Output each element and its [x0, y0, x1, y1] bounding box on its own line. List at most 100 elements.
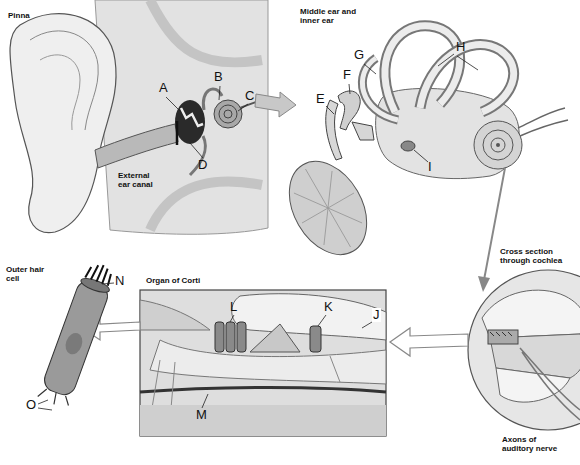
- callout-letter: F: [343, 68, 351, 82]
- illustration-part: [352, 122, 374, 140]
- illustration-part: [140, 405, 386, 436]
- illustration-part: [10, 14, 116, 233]
- illustration-part: [474, 121, 522, 169]
- illustration-part: [37, 387, 71, 409]
- panel-arrow: [478, 168, 505, 292]
- callout-letter: K: [324, 300, 333, 314]
- illustration-part: [310, 326, 321, 352]
- illustration-part: [95, 124, 178, 168]
- part-label: Pinna: [8, 12, 48, 21]
- panel-arrow: [255, 92, 296, 117]
- illustration-part: [468, 270, 580, 430]
- outer-ear-section: [10, 0, 268, 234]
- illustration-part: [280, 154, 377, 262]
- illustration-part: [140, 388, 386, 393]
- illustration-part: [150, 181, 262, 230]
- panel-caption: Outer hair cell: [6, 266, 56, 284]
- illustration-part: [102, 283, 114, 284]
- illustration-part: [140, 300, 210, 330]
- panel-caption: Middle ear and inner ear: [300, 8, 370, 26]
- illustration-part: [85, 261, 114, 286]
- illustration-part: [318, 315, 326, 326]
- illustration-part: [364, 64, 376, 74]
- illustration-part: [362, 58, 398, 120]
- illustration-part: [40, 55, 80, 130]
- illustration-part: [190, 143, 203, 158]
- inner-ear: [274, 26, 568, 269]
- illustration-part: [166, 97, 181, 112]
- illustration-part: [274, 148, 383, 269]
- illustration-part: [420, 45, 514, 112]
- illustration-part: [202, 394, 208, 408]
- panel-caption: Organ of Corti: [146, 277, 236, 286]
- illustration-part: [488, 330, 518, 344]
- illustration-part: [181, 108, 203, 126]
- illustration-part: [215, 322, 224, 352]
- illustration-part: [238, 104, 248, 111]
- illustration-part: [483, 130, 513, 160]
- callout-letter: I: [428, 160, 432, 174]
- illustration-part: [219, 105, 237, 123]
- panel-caption: Cross section through cochlea: [500, 248, 572, 266]
- illustration-part: [224, 110, 232, 118]
- illustration-part: [362, 58, 398, 120]
- illustration-part: [79, 276, 111, 296]
- callout-letter: H: [456, 40, 465, 54]
- part-label: Axons of auditory nerve: [502, 436, 564, 454]
- illustration-part: [518, 108, 568, 136]
- illustration-part: [95, 0, 268, 234]
- illustration-part: [38, 400, 48, 404]
- panel-arrow: [390, 328, 468, 356]
- callout-letter: B: [214, 70, 223, 84]
- leader-lines: [166, 86, 248, 158]
- illustration-part: [457, 56, 478, 70]
- illustration-part: [274, 148, 383, 269]
- callout-letter: G: [354, 48, 364, 62]
- part-label: External ear canal: [118, 172, 162, 190]
- illustration-part: [30, 31, 98, 130]
- callout-letter: L: [230, 300, 237, 314]
- callout-letter: E: [316, 92, 325, 106]
- callout-letter: N: [115, 274, 124, 288]
- illustration-part: [496, 143, 500, 147]
- illustration-part: [219, 86, 220, 100]
- illustration-part: [237, 322, 246, 352]
- leader-lines: [202, 315, 372, 408]
- leader-lines: [326, 54, 478, 162]
- illustration-part: [38, 408, 52, 410]
- illustration-part: [390, 328, 468, 356]
- illustration-part: [150, 340, 386, 384]
- illustration-part: [41, 278, 111, 398]
- callout-letter: J: [372, 308, 381, 322]
- illustration-part: [401, 141, 415, 151]
- illustration-part: [496, 368, 570, 402]
- illustration-part: [232, 294, 386, 340]
- illustration-part: [140, 290, 386, 436]
- illustration-part: [490, 332, 512, 336]
- illustration-part: [520, 348, 580, 420]
- illustration-part: [414, 150, 428, 162]
- illustration-part: [420, 45, 514, 112]
- illustration-part: [491, 138, 505, 152]
- illustration-part: [362, 322, 372, 328]
- illustration-part: [362, 26, 513, 120]
- illustration-part: [175, 100, 205, 144]
- callout-letter: C: [245, 89, 254, 103]
- organ-of-corti: [140, 290, 386, 436]
- illustration-part: [326, 106, 334, 114]
- illustration-part: [478, 276, 490, 292]
- illustration-part: [438, 54, 454, 66]
- cochlea-section: [468, 270, 580, 430]
- outer-hair-cell: [37, 259, 118, 409]
- callout-letter: D: [198, 158, 207, 172]
- illustration-part: [250, 324, 300, 352]
- callout-letter: M: [196, 408, 207, 422]
- illustration-part: [326, 100, 342, 160]
- leader-lines: [38, 283, 114, 410]
- callout-letter: O: [26, 398, 36, 412]
- callout-letter: A: [159, 81, 168, 95]
- illustration-part: [349, 84, 350, 94]
- illustration-part: [226, 322, 235, 352]
